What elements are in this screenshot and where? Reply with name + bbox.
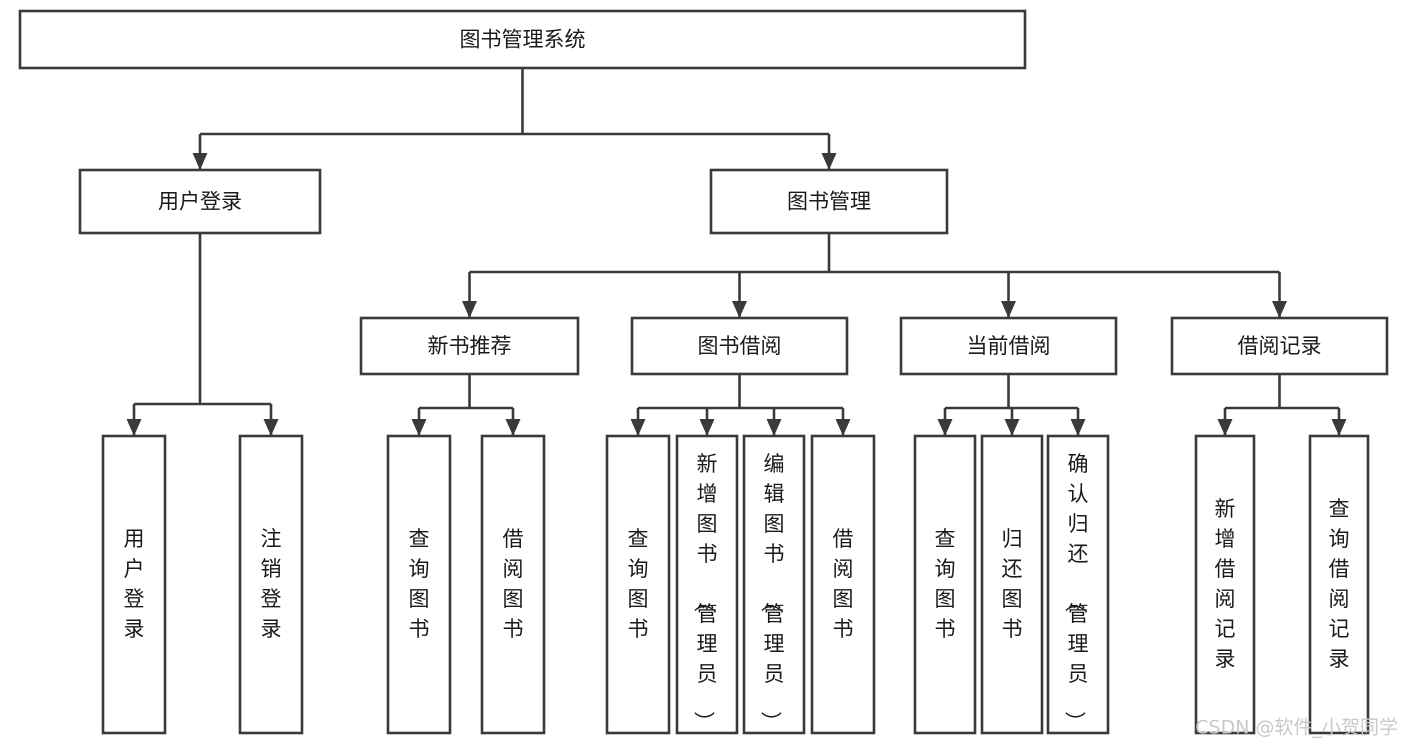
node-box: [18, 9, 1027, 70]
node-box: [480, 434, 546, 735]
arrow-head-icon: [1272, 301, 1287, 318]
node-box: [899, 316, 1118, 376]
node-box: [709, 168, 949, 235]
nodes-layer: 图书管理系统用户登录图书管理新书推荐图书借阅当前借阅借阅记录用户登录注销登录查询…: [18, 9, 1389, 735]
node-label: 图书管理: [787, 190, 871, 214]
arrow-head-icon: [411, 419, 427, 436]
node-box: [742, 434, 806, 735]
node-box: [1194, 434, 1256, 735]
node-box: [605, 434, 671, 735]
node-current-borrow[interactable]: 当前借阅: [899, 316, 1118, 376]
arrow-head-icon: [732, 301, 747, 318]
node-book-manage[interactable]: 图书管理: [709, 168, 949, 235]
node-label: 编辑图书（管理员）: [759, 452, 785, 732]
node-label: 新增图书（管理员）: [692, 452, 718, 732]
node-box: [810, 434, 876, 735]
node-box: [980, 434, 1044, 735]
node-label: 确认归还（管理员）: [1063, 452, 1089, 732]
node-label: 查询图书: [628, 527, 649, 641]
node-label: 查询图书: [409, 527, 430, 641]
arrow-head-icon: [126, 419, 142, 436]
arrow-head-icon: [462, 301, 477, 318]
node-box: [101, 434, 167, 735]
csdn-watermark: CSDN @软件_小贺同学: [1195, 717, 1398, 739]
node-leaf-edit-book[interactable]: 编辑图书（管理员）: [742, 434, 806, 735]
connector-lines-layer: [126, 68, 1347, 436]
node-label: 借阅图书: [503, 527, 524, 641]
node-label: 图书管理系统: [460, 28, 586, 52]
node-label: 注销登录: [261, 527, 282, 641]
node-leaf-borrow-book-1[interactable]: 借阅图书: [480, 434, 546, 735]
node-label: 借阅记录: [1238, 334, 1322, 358]
arrow-head-icon: [699, 419, 715, 436]
node-label: 用户登录: [158, 190, 242, 214]
node-leaf-logout[interactable]: 注销登录: [238, 434, 304, 735]
arrow-head-icon: [1070, 419, 1086, 436]
node-box: [1308, 434, 1370, 735]
arrow-head-icon: [1217, 419, 1233, 436]
node-user-login[interactable]: 用户登录: [78, 168, 322, 235]
node-leaf-query-record[interactable]: 查询借阅记录: [1308, 434, 1370, 735]
node-label: 查询图书: [935, 527, 956, 641]
node-box: [386, 434, 452, 735]
node-leaf-return-book[interactable]: 归还图书: [980, 434, 1044, 735]
node-box: [1170, 316, 1389, 376]
node-new-book-recommend[interactable]: 新书推荐: [359, 316, 580, 376]
node-label: 图书借阅: [698, 334, 782, 358]
arrow-head-icon: [766, 419, 782, 436]
node-leaf-user-login[interactable]: 用户登录: [101, 434, 167, 735]
node-box: [238, 434, 304, 735]
node-root[interactable]: 图书管理系统: [18, 9, 1027, 70]
arrow-head-icon: [821, 153, 837, 170]
node-box: [630, 316, 849, 376]
node-label: 新书推荐: [428, 334, 512, 358]
node-leaf-add-book[interactable]: 新增图书（管理员）: [675, 434, 739, 735]
arrow-head-icon: [505, 419, 521, 436]
node-box: [1046, 434, 1110, 735]
arrow-head-icon: [630, 419, 646, 436]
node-label: 借阅图书: [833, 527, 854, 641]
node-leaf-confirm-return[interactable]: 确认归还（管理员）: [1046, 434, 1110, 735]
arrow-head-icon: [263, 419, 279, 436]
node-leaf-borrow-book-2[interactable]: 借阅图书: [810, 434, 876, 735]
arrow-head-icon: [192, 153, 208, 170]
node-leaf-add-record[interactable]: 新增借阅记录: [1194, 434, 1256, 735]
node-label: 归还图书: [1002, 527, 1023, 641]
node-label: 新增借阅记录: [1215, 497, 1236, 671]
node-box: [78, 168, 322, 235]
node-label: 用户登录: [124, 527, 145, 641]
arrow-head-icon: [1004, 419, 1020, 436]
node-borrow-record[interactable]: 借阅记录: [1170, 316, 1389, 376]
node-box: [913, 434, 977, 735]
arrow-head-icon: [1001, 301, 1016, 318]
node-label: 当前借阅: [967, 334, 1051, 358]
node-book-borrow[interactable]: 图书借阅: [630, 316, 849, 376]
node-leaf-query-book-2[interactable]: 查询图书: [605, 434, 671, 735]
arrow-head-icon: [835, 419, 851, 436]
node-label: 查询借阅记录: [1329, 497, 1350, 671]
node-box: [359, 316, 580, 376]
arrow-head-icon: [937, 419, 953, 436]
node-box: [675, 434, 739, 735]
arrow-head-icon: [1331, 419, 1347, 436]
node-leaf-query-book-3[interactable]: 查询图书: [913, 434, 977, 735]
node-leaf-query-book-1[interactable]: 查询图书: [386, 434, 452, 735]
